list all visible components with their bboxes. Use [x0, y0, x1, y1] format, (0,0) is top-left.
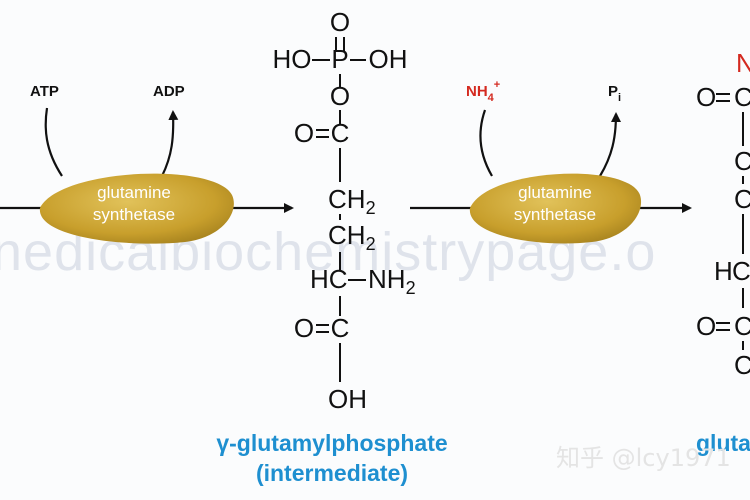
product-alpha-h: H — [714, 256, 733, 286]
atp-curve — [44, 107, 63, 177]
intermediate-structure: O HO P OH O O C CH2 CH2 HC NH2 O C OH — [273, 7, 416, 414]
phosphate-label: Pi — [608, 83, 621, 104]
amino-group: NH2 — [368, 264, 416, 298]
amide-carbon: C — [734, 82, 750, 112]
product-alpha-carbon: C — [732, 256, 750, 286]
intermediate-name: γ-glutamylphosphate — [216, 430, 447, 456]
carboxyl-hydroxyl: OH — [328, 384, 367, 414]
hydroxyl-left: HO — [273, 44, 312, 74]
product-carboxyl-oxygen: O — [696, 311, 716, 341]
amide-oxygen: O — [696, 82, 716, 112]
atp-label: ATP — [30, 83, 59, 100]
product-carbon-2: C — [734, 184, 750, 214]
intermediate-note: (intermediate) — [256, 460, 408, 486]
source-credit: 知乎 @lcy1971 — [556, 444, 731, 472]
enzyme-blob-2 — [469, 173, 642, 244]
enzyme-2-line2: synthetase — [514, 205, 596, 224]
pi-curve — [599, 112, 621, 177]
bridging-oxygen: O — [330, 81, 350, 111]
enzyme-2-line1: glutamine — [518, 183, 592, 202]
phosphate-oxo-atom: O — [330, 7, 350, 37]
product-carboxyl-carbon: C — [734, 311, 750, 341]
enzyme-blob-1 — [39, 173, 234, 244]
adp-curve — [161, 110, 179, 177]
phosphorus-atom: P — [331, 44, 348, 74]
enzyme-1-line1: glutamine — [97, 183, 171, 202]
adp-label: ADP — [153, 83, 185, 100]
product-carbon-1: C — [734, 146, 750, 176]
carboxyl-oxygen: O — [294, 313, 314, 343]
alpha-carbon: HC — [310, 264, 348, 294]
enzyme-1-line2: synthetase — [93, 205, 175, 224]
carboxyl-carbon: C — [331, 313, 350, 343]
carbonyl-oxygen: O — [294, 118, 314, 148]
product-name-partial: gluta — [696, 430, 750, 456]
product-structure-partial: N O C C C H C O C C — [696, 48, 750, 380]
methylene-2: CH2 — [328, 220, 376, 254]
hydroxyl-right: OH — [369, 44, 408, 74]
product-bottom-carbon: C — [734, 350, 750, 380]
acyl-carbon: C — [331, 118, 350, 148]
nh4-curve — [479, 109, 493, 177]
methylene-1: CH2 — [328, 184, 376, 218]
ammonium-label: NH4+ — [466, 79, 500, 104]
amide-nitrogen: N — [736, 48, 750, 78]
